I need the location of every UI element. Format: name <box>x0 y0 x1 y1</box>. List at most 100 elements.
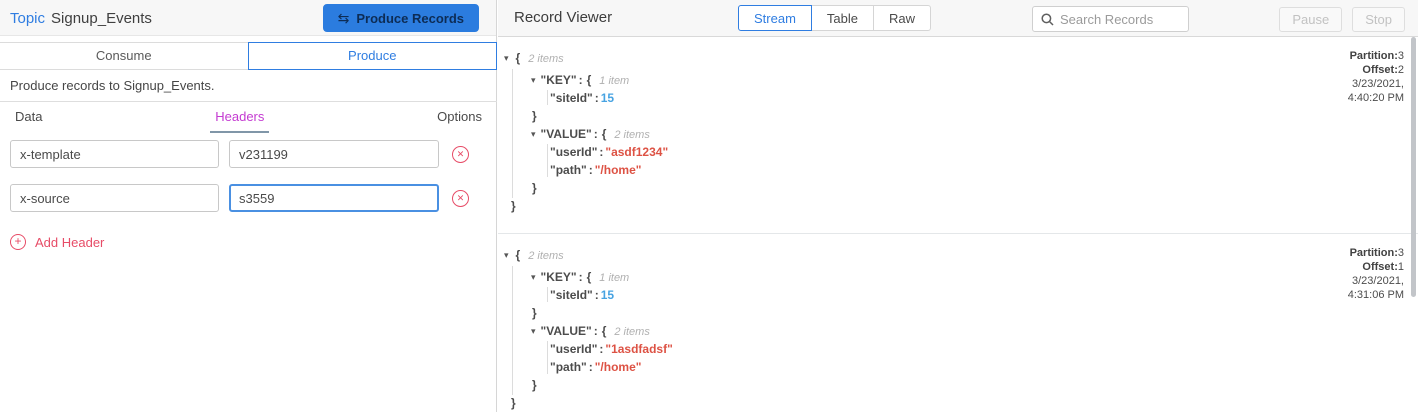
json-field-row: "userId":"asdf1234" <box>498 143 1418 161</box>
json-field-name: "path" <box>550 360 587 374</box>
collapse-caret-icon[interactable]: ▾ <box>531 75 536 85</box>
search-icon <box>1041 12 1054 26</box>
colon: : <box>599 145 604 159</box>
consume-produce-tabbar: Consume Produce <box>0 42 497 70</box>
produce-records-button-label: Produce Records <box>356 10 464 26</box>
collapse-caret-icon[interactable]: ▾ <box>531 129 536 139</box>
remove-header-icon[interactable]: ✕ <box>452 145 469 163</box>
subtab-options[interactable]: Options <box>437 109 482 124</box>
swap-arrows-icon: ⇆ <box>337 9 350 26</box>
json-field-row: "siteId":15 <box>498 89 1418 107</box>
view-tab-raw[interactable]: Raw <box>872 5 931 31</box>
json-field-name: "path" <box>550 163 587 177</box>
json-field-name: "siteId" <box>550 91 593 105</box>
json-root-row: ▾ {2 items <box>498 49 1418 67</box>
tab-consume[interactable]: Consume <box>0 42 248 70</box>
close-brace: } <box>511 396 516 410</box>
record-viewer-header: Record Viewer Stream Table Raw Pause Sto… <box>498 0 1418 37</box>
header-row: ✕ <box>10 184 469 212</box>
stream-controls: Pause Stop <box>1279 7 1405 32</box>
records-scrollbar[interactable] <box>1411 37 1417 412</box>
header-value-input[interactable] <box>229 140 439 168</box>
json-field-row: "path":"/home" <box>498 358 1418 376</box>
colon: : <box>578 270 583 284</box>
json-field-row: "siteId":15 <box>498 286 1418 304</box>
header-key-input[interactable] <box>10 140 219 168</box>
offset-line: Offset:1 <box>1348 260 1404 274</box>
record-date: 3/23/2021, <box>1352 275 1404 287</box>
offset-label: Offset: <box>1362 261 1398 273</box>
scrollbar-thumb[interactable] <box>1411 37 1416 297</box>
record: ▾{2 items ▾"KEY":{1 item "siteId":15 } ▾… <box>498 234 1418 412</box>
json-key-row: ▾"KEY":{1 item <box>498 268 1418 286</box>
topic-header: Topic Signup_Events ⇆ Produce Records <box>0 0 496 36</box>
json-string-value: "asdf1234" <box>605 145 669 159</box>
colon: : <box>578 73 583 87</box>
colon: : <box>594 91 599 105</box>
offset-value: 1 <box>1397 261 1404 273</box>
items-count: 1 item <box>599 75 630 87</box>
close-brace: } <box>532 109 537 123</box>
collapse-caret-icon[interactable]: ▾ <box>504 53 509 63</box>
offset-value: 2 <box>1397 64 1404 76</box>
open-brace: { <box>515 51 521 65</box>
partition-line: Partition:3 <box>1348 246 1404 260</box>
tab-produce[interactable]: Produce <box>247 42 497 70</box>
open-brace: { <box>586 73 592 87</box>
json-string-value: "/home" <box>594 360 642 374</box>
tree-guide-line <box>547 144 548 177</box>
items-count: 2 items <box>528 250 564 262</box>
json-close-row: } <box>498 394 1418 412</box>
items-count: 2 items <box>614 129 650 141</box>
tree-guide-line <box>512 69 513 198</box>
record-metadata: Partition:3 Offset:1 3/23/2021, 4:31:06 … <box>1348 246 1404 302</box>
items-count: 2 items <box>528 53 564 65</box>
json-close-row: } <box>498 107 1418 125</box>
pause-button[interactable]: Pause <box>1279 7 1343 32</box>
json-key: "KEY" <box>540 270 577 284</box>
produce-records-button[interactable]: ⇆ Produce Records <box>322 4 479 32</box>
tree-guide-line <box>547 341 548 374</box>
json-key: "KEY" <box>540 73 577 87</box>
open-brace: { <box>515 248 521 262</box>
collapse-caret-icon[interactable]: ▾ <box>531 326 536 336</box>
colon: : <box>594 288 599 302</box>
json-field-name: "siteId" <box>550 288 593 302</box>
subtab-headers[interactable]: Headers <box>210 102 270 133</box>
view-tab-stream[interactable]: Stream <box>738 5 812 31</box>
topic-breadcrumb-link[interactable]: Topic <box>10 10 46 27</box>
close-brace: } <box>532 181 537 195</box>
json-string-value: "/home" <box>594 163 642 177</box>
header-row: ✕ <box>10 140 469 168</box>
add-header-button[interactable]: + Add Header <box>10 234 104 250</box>
items-count: 2 items <box>614 326 650 338</box>
header-key-input[interactable] <box>10 184 219 212</box>
view-tab-table[interactable]: Table <box>810 5 874 31</box>
json-string-value: "1asdfadsf" <box>605 342 673 356</box>
record-stream: ▾{2 items ▾"KEY":{1 item "siteId":15 } ▾… <box>498 37 1418 412</box>
remove-header-icon[interactable]: ✕ <box>452 189 469 207</box>
record-time: 4:40:20 PM <box>1347 92 1404 104</box>
subtab-data[interactable]: Data <box>15 109 43 124</box>
record-date: 3/23/2021, <box>1352 78 1404 90</box>
items-count: 1 item <box>599 272 630 284</box>
collapse-caret-icon[interactable]: ▾ <box>531 272 536 282</box>
close-brace: } <box>532 306 537 320</box>
json-close-row: } <box>498 179 1418 197</box>
json-number-value: 15 <box>600 91 615 105</box>
open-brace: { <box>601 127 607 141</box>
collapse-caret-icon[interactable]: ▾ <box>504 250 509 260</box>
json-key-row: ▾ "KEY":{1 item <box>498 71 1418 89</box>
partition-label: Partition: <box>1349 50 1398 62</box>
offset-line: Offset:2 <box>1348 63 1404 77</box>
produce-panel: Topic Signup_Events ⇆ Produce Records Con… <box>0 0 497 412</box>
header-value-input-focused[interactable] <box>229 184 439 212</box>
search-records-input[interactable] <box>1060 11 1180 27</box>
page-title: Signup_Events <box>51 10 152 27</box>
view-mode-switcher: Stream Table Raw <box>738 5 931 31</box>
stop-button[interactable]: Stop <box>1352 7 1405 32</box>
partition-value: 3 <box>1397 247 1404 259</box>
json-key: "VALUE" <box>540 127 592 141</box>
tree-guide-line <box>547 90 548 105</box>
close-brace: } <box>511 199 516 213</box>
